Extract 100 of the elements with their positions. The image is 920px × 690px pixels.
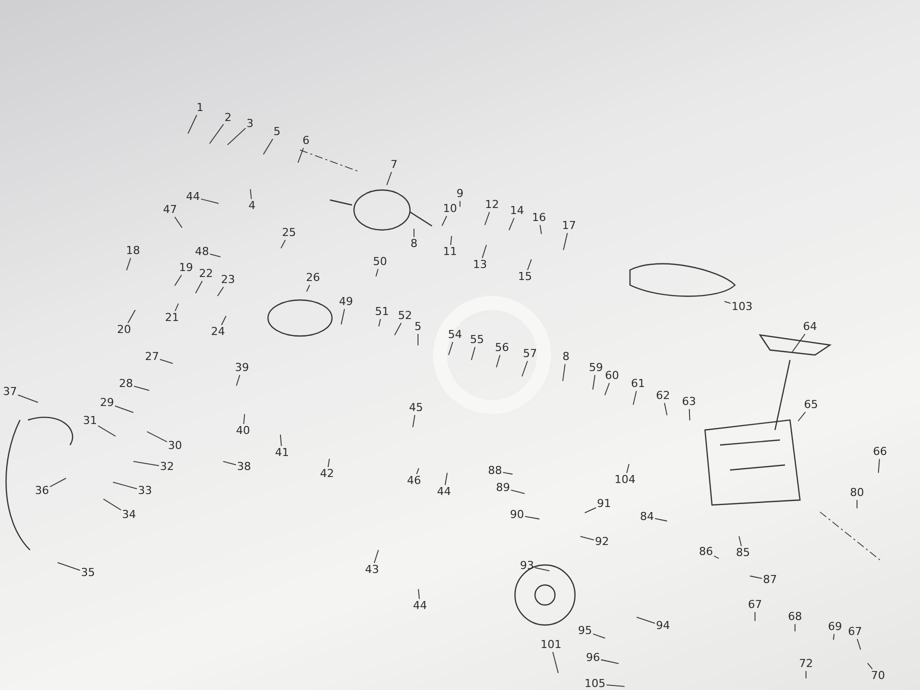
- callout-number: 70: [871, 670, 885, 682]
- leader-line: [132, 460, 160, 466]
- leader-line: [376, 268, 378, 277]
- leader-line: [878, 458, 880, 474]
- leader-line: [688, 408, 690, 421]
- leader-line: [562, 364, 566, 382]
- leader-line: [856, 500, 858, 509]
- leader-line: [794, 624, 796, 632]
- callout-number: 104: [614, 474, 636, 486]
- leader-line: [606, 684, 626, 687]
- callout-number: 80: [850, 487, 864, 499]
- callout-number: 2: [224, 112, 232, 124]
- callout-number: 59: [589, 362, 603, 374]
- leader-line: [832, 634, 835, 640]
- leader-line: [102, 498, 122, 510]
- leader-line: [724, 300, 731, 304]
- leader-line: [450, 236, 452, 246]
- callout-number: 3: [246, 118, 254, 130]
- callout-number: 66: [873, 446, 887, 458]
- callout-number: 42: [320, 468, 334, 480]
- leader-line: [328, 458, 330, 468]
- leader-line: [112, 482, 138, 490]
- callout-number: 22: [199, 268, 213, 280]
- leader-line: [584, 507, 596, 514]
- callout-number: 105: [584, 678, 606, 690]
- callout-number: 67: [848, 626, 862, 638]
- callout-number: 36: [35, 485, 49, 497]
- leader-line: [604, 382, 610, 396]
- leader-line: [524, 516, 540, 520]
- leader-line: [127, 310, 136, 324]
- callout-number: 60: [605, 370, 619, 382]
- callout-number: 15: [518, 271, 532, 283]
- leader-line: [160, 359, 174, 364]
- leader-line: [340, 308, 345, 325]
- leader-line: [250, 188, 252, 200]
- callout-number: 50: [373, 256, 387, 268]
- leader-line: [98, 425, 116, 437]
- leader-line: [222, 460, 236, 466]
- callout-number: 72: [799, 658, 813, 670]
- callout-number: 7: [390, 159, 398, 171]
- callout-number: 57: [523, 348, 537, 360]
- leader-line: [418, 588, 420, 600]
- leader-line: [442, 216, 448, 226]
- callout-number: 39: [235, 362, 249, 374]
- callout-number: 101: [540, 639, 562, 651]
- leader-line: [510, 490, 526, 494]
- callout-number: 4: [248, 200, 256, 212]
- callout-number: 28: [119, 378, 133, 390]
- leader-line: [236, 374, 240, 386]
- callout-number: 96: [586, 652, 600, 664]
- callout-number: 30: [168, 440, 182, 452]
- callout-number: 55: [470, 334, 484, 346]
- leader-line: [243, 414, 246, 424]
- leader-line: [444, 472, 448, 486]
- callout-number: 9: [456, 188, 464, 200]
- leader-line: [298, 148, 304, 164]
- callout-number: 40: [236, 425, 250, 437]
- leader-line: [534, 567, 550, 572]
- leader-line: [227, 128, 246, 146]
- leader-line: [306, 284, 310, 292]
- leader-line: [174, 274, 182, 286]
- leader-line: [280, 240, 286, 249]
- leader-line: [221, 316, 226, 326]
- callout-number: 23: [221, 274, 235, 286]
- callout-number: 51: [375, 306, 389, 318]
- leader-line: [750, 576, 762, 579]
- callout-number: 63: [682, 396, 696, 408]
- callout-number: 38: [237, 461, 251, 473]
- leader-line: [792, 334, 806, 352]
- leader-line: [210, 254, 221, 258]
- callout-number: 44: [186, 191, 200, 203]
- leader-line: [482, 244, 487, 258]
- callout-number: 61: [631, 378, 645, 390]
- callout-number: 34: [122, 509, 136, 521]
- callout-number: 20: [117, 324, 131, 336]
- callout-number: 37: [3, 386, 17, 398]
- callout-number: 47: [163, 204, 177, 216]
- leader-line: [714, 556, 720, 559]
- callout-number: 16: [532, 212, 546, 224]
- callout-number: 14: [510, 205, 524, 217]
- leader-line: [592, 374, 596, 390]
- callout-number: 67: [748, 599, 762, 611]
- callout-number: 35: [81, 567, 95, 579]
- callout-number: 86: [699, 546, 713, 558]
- callout-number: 18: [126, 245, 140, 257]
- leader-line: [738, 536, 742, 546]
- leader-line: [416, 468, 420, 474]
- callout-number: 62: [656, 390, 670, 402]
- callout-number: 93: [520, 560, 534, 572]
- callout-number: 64: [803, 321, 817, 333]
- callout-number: 87: [763, 574, 777, 586]
- leader-line: [527, 258, 532, 270]
- callout-number: 65: [804, 399, 818, 411]
- callout-number: 41: [275, 447, 289, 459]
- callout-number: 84: [640, 511, 654, 523]
- callout-number: 68: [788, 611, 802, 623]
- callout-number: 12: [485, 199, 499, 211]
- callout-number: 10: [443, 203, 457, 215]
- leader-line: [502, 472, 514, 475]
- callout-number: 56: [495, 342, 509, 354]
